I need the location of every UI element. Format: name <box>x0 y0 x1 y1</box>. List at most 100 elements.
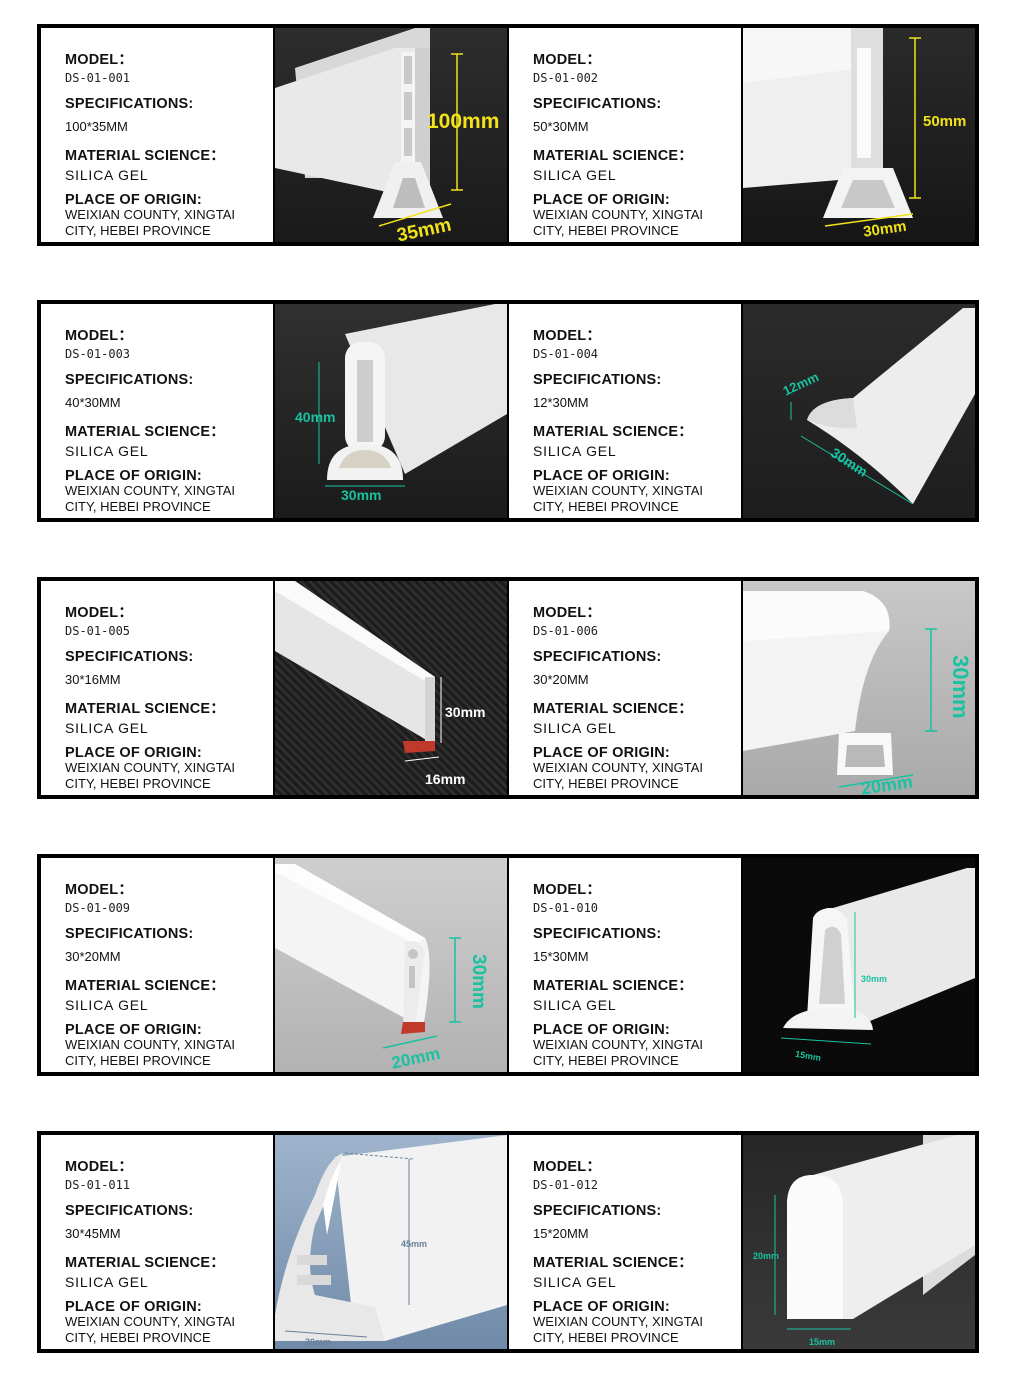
model-label: MODEL： <box>533 52 602 68</box>
origin-label: PLACE OF ORIGIN: <box>533 1022 670 1038</box>
specifications-value: 100*35MM <box>65 119 128 134</box>
material-label: MATERIAL SCIENCE： <box>65 1255 225 1271</box>
material-value: SILICA GEL <box>533 997 617 1013</box>
material-label: MATERIAL SCIENCE： <box>533 1255 693 1271</box>
width-dimension-label: 15mm <box>794 1049 821 1063</box>
height-dimension-label: 30mm <box>861 974 887 984</box>
material-value: SILICA GEL <box>533 1274 617 1290</box>
specifications-label: SPECIFICATIONS: <box>533 372 662 388</box>
product-info-ds-01-011: MODEL： DS-01-011 SPECIFICATIONS: 30*45MM… <box>41 1135 273 1349</box>
origin-label: PLACE OF ORIGIN: <box>533 192 670 208</box>
product-info-ds-01-010: MODEL： DS-01-010 SPECIFICATIONS: 15*30MM… <box>509 858 741 1072</box>
material-value: SILICA GEL <box>65 1274 149 1290</box>
origin-label: PLACE OF ORIGIN: <box>533 468 670 484</box>
material-value: SILICA GEL <box>65 167 149 183</box>
origin-label: PLACE OF ORIGIN: <box>65 1022 202 1038</box>
specifications-label: SPECIFICATIONS: <box>65 96 194 112</box>
specifications-value: 30*45MM <box>65 1226 121 1241</box>
origin-label: PLACE OF ORIGIN: <box>65 745 202 761</box>
product-image-ds-01-010: 30mm 15mm <box>743 858 975 1072</box>
model-value: DS-01-002 <box>533 71 599 85</box>
product-info-ds-01-009: MODEL： DS-01-009 SPECIFICATIONS: 30*20MM… <box>41 858 273 1072</box>
height-dimension-label: 45mm <box>401 1239 427 1249</box>
model-label: MODEL： <box>65 52 134 68</box>
model-value: DS-01-009 <box>65 901 131 915</box>
model-value: DS-01-012 <box>533 1178 599 1192</box>
specifications-value: 15*20MM <box>533 1226 589 1241</box>
width-dimension-label: 30mm <box>305 1337 331 1347</box>
product-image-ds-01-006: 30mm 20mm <box>743 581 975 795</box>
material-value: SILICA GEL <box>65 997 149 1013</box>
height-dimension-label: 30mm <box>948 655 973 719</box>
product-row-4: MODEL： DS-01-009 SPECIFICATIONS: 30*20MM… <box>37 854 979 1076</box>
model-value: DS-01-004 <box>533 347 599 361</box>
model-label: MODEL： <box>533 882 602 898</box>
specifications-label: SPECIFICATIONS: <box>65 372 194 388</box>
material-label: MATERIAL SCIENCE： <box>533 701 693 717</box>
model-label: MODEL： <box>65 882 134 898</box>
material-value: SILICA GEL <box>65 720 149 736</box>
specifications-value: 30*16MM <box>65 672 121 687</box>
model-value: DS-01-006 <box>533 624 599 638</box>
material-label: MATERIAL SCIENCE： <box>65 701 225 717</box>
width-dimension-label: 16mm <box>425 771 465 787</box>
height-dimension-label: 40mm <box>295 409 335 425</box>
material-value: SILICA GEL <box>533 167 617 183</box>
product-info-ds-01-003: MODEL： DS-01-003 SPECIFICATIONS: 40*30MM… <box>41 304 273 518</box>
specifications-label: SPECIFICATIONS: <box>65 649 194 665</box>
origin-label: PLACE OF ORIGIN: <box>533 745 670 761</box>
product-image-ds-01-005: 30mm 16mm <box>275 581 507 795</box>
origin-label: PLACE OF ORIGIN: <box>65 1299 202 1315</box>
material-label: MATERIAL SCIENCE： <box>65 424 225 440</box>
material-value: SILICA GEL <box>65 443 149 459</box>
model-label: MODEL： <box>533 1159 602 1175</box>
product-row-2: MODEL： DS-01-003 SPECIFICATIONS: 40*30MM… <box>37 300 979 522</box>
product-image-ds-01-009: 30mm 20mm <box>275 858 507 1072</box>
product-image-ds-01-012: 20mm 15mm <box>743 1135 975 1349</box>
product-row-5: MODEL： DS-01-011 SPECIFICATIONS: 30*45MM… <box>37 1131 979 1353</box>
specifications-label: SPECIFICATIONS: <box>533 1203 662 1219</box>
width-dimension-label: 15mm <box>809 1337 835 1347</box>
model-value: DS-01-005 <box>65 624 131 638</box>
model-value: DS-01-001 <box>65 71 131 85</box>
product-image-ds-01-011: 45mm 30mm <box>275 1135 507 1349</box>
material-label: MATERIAL SCIENCE： <box>533 978 693 994</box>
specifications-value: 15*30MM <box>533 949 589 964</box>
material-value: SILICA GEL <box>533 443 617 459</box>
height-dimension-label: 30mm <box>445 704 485 720</box>
origin-label: PLACE OF ORIGIN: <box>65 468 202 484</box>
product-image-ds-01-004: 12mm 30mm <box>743 304 975 518</box>
material-value: SILICA GEL <box>533 720 617 736</box>
product-info-ds-01-006: MODEL： DS-01-006 SPECIFICATIONS: 30*20MM… <box>509 581 741 795</box>
product-row-3: MODEL： DS-01-005 SPECIFICATIONS: 30*16MM… <box>37 577 979 799</box>
model-label: MODEL： <box>65 328 134 344</box>
product-info-ds-01-005: MODEL： DS-01-005 SPECIFICATIONS: 30*16MM… <box>41 581 273 795</box>
product-info-ds-01-004: MODEL： DS-01-004 SPECIFICATIONS: 12*30MM… <box>509 304 741 518</box>
model-label: MODEL： <box>533 328 602 344</box>
material-label: MATERIAL SCIENCE： <box>533 148 693 164</box>
product-image-ds-01-001: 100mm 35mm <box>275 28 507 242</box>
model-label: MODEL： <box>65 1159 134 1175</box>
height-dimension-label: 30mm <box>468 954 489 1009</box>
product-info-ds-01-012: MODEL： DS-01-012 SPECIFICATIONS: 15*20MM… <box>509 1135 741 1349</box>
height-dimension-label: 50mm <box>923 113 966 130</box>
width-dimension-label: 30mm <box>341 487 381 503</box>
model-label: MODEL： <box>533 605 602 621</box>
specifications-label: SPECIFICATIONS: <box>533 926 662 942</box>
width-dimension-label: 30mm <box>862 218 907 241</box>
model-value: DS-01-010 <box>533 901 599 915</box>
height-dimension-label: 100mm <box>427 110 499 133</box>
origin-label: PLACE OF ORIGIN: <box>533 1299 670 1315</box>
width-dimension-label: 20mm <box>860 772 914 795</box>
model-value: DS-01-011 <box>65 1178 131 1192</box>
specifications-value: 30*20MM <box>65 949 121 964</box>
product-image-ds-01-003: 40mm 30mm <box>275 304 507 518</box>
